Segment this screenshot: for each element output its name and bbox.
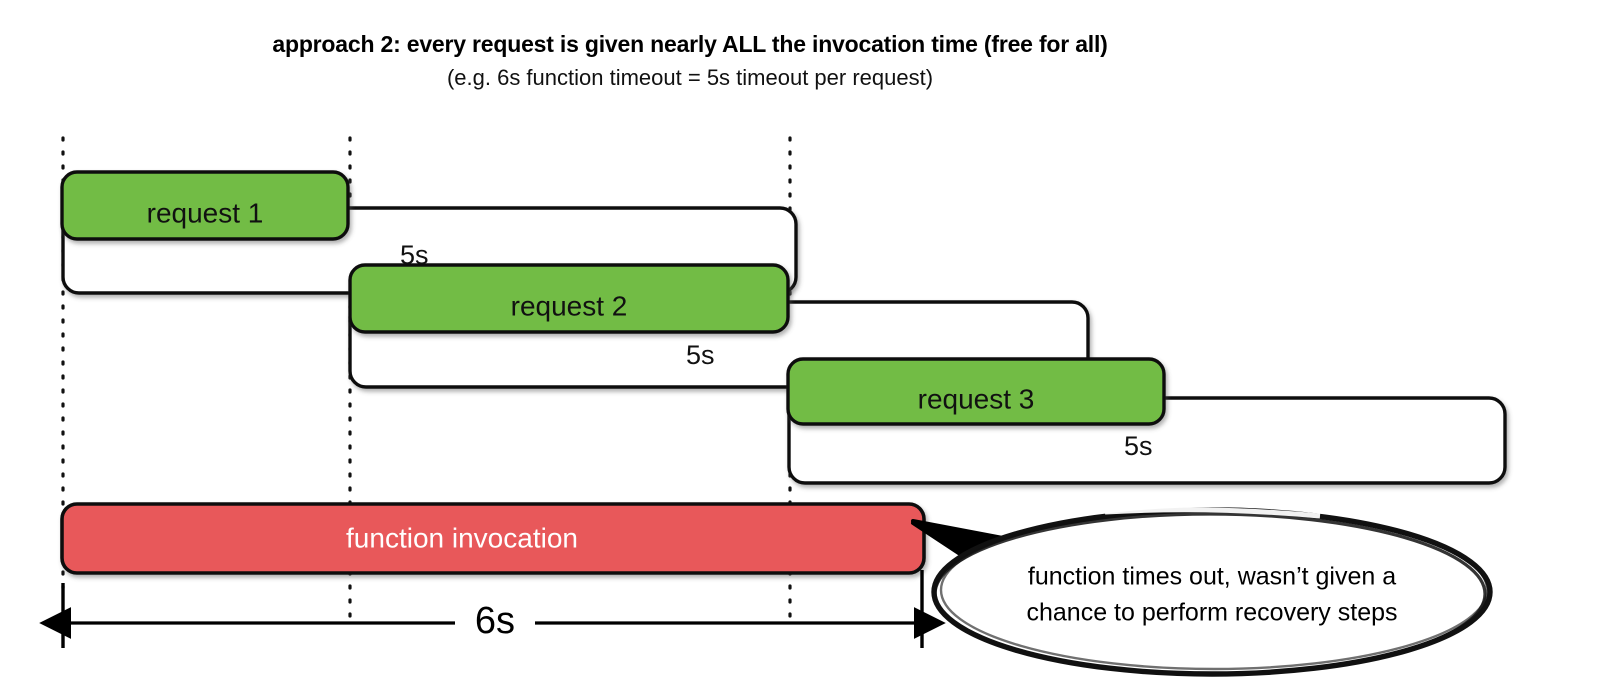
request-3-label: request 3 [918, 383, 1035, 414]
request-2-bar: request 2 [348, 263, 790, 334]
title-block: approach 2: every request is given nearl… [0, 0, 1600, 92]
request-1-bar: request 1 [60, 170, 350, 241]
duration-label: 6s [475, 600, 515, 642]
duration-measure: 6s [39, 570, 946, 648]
callout-ellipse-sketch-a [933, 512, 1487, 676]
function-invocation-label: function invocation [346, 522, 578, 553]
request-2-label: request 2 [511, 290, 628, 321]
page-title: approach 2: every request is given nearl… [272, 31, 1108, 57]
request-3-bar: request 3 [786, 357, 1166, 426]
request-3-timeout-label: 5s [1124, 431, 1153, 461]
callout-ellipse-highlight [1104, 507, 1321, 519]
callout-line-2: chance to perform recovery steps [1027, 599, 1398, 627]
request-2-timeout-label: 5s [686, 340, 715, 370]
page-subtitle: (e.g. 6s function timeout = 5s timeout p… [446, 64, 934, 90]
callout-bubble: function times out, wasn’t given a chanc… [911, 507, 1493, 677]
request-1-label: request 1 [147, 197, 264, 228]
function-invocation-bar: function invocation [60, 502, 926, 575]
callout-line-1: function times out, wasn’t given a [1028, 563, 1396, 591]
